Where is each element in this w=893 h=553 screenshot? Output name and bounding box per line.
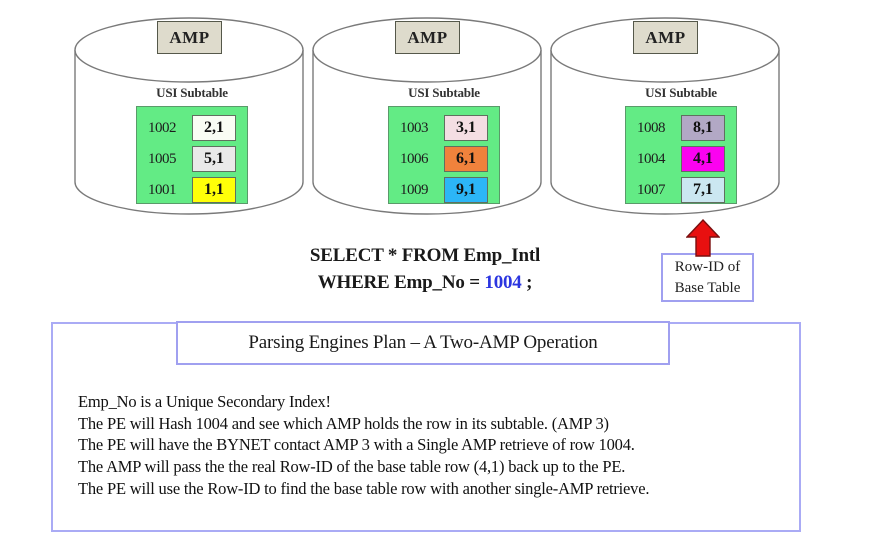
subtable-row: 1006 6,1 (389, 146, 499, 172)
hash-value: 1008 (637, 119, 666, 136)
usi-subtable-label: USI Subtable (156, 85, 228, 100)
subtable-row: 1007 7,1 (626, 177, 736, 203)
hash-value: 1004 (637, 150, 666, 167)
plan-line: The PE will Hash 1004 and see which AMP … (78, 413, 609, 433)
rowid-cell: 7,1 (681, 177, 725, 203)
usi-subtable-label: USI Subtable (645, 85, 717, 100)
usi-subtable-label: USI Subtable (408, 85, 480, 100)
sql-line-1: SELECT * FROM Emp_Intl (309, 245, 541, 266)
plan-body: Emp_No is a Unique Secondary Index! The … (78, 391, 649, 500)
up-arrow-icon (686, 219, 720, 257)
sql-line-2: WHERE Emp_No = 1004 ; (260, 269, 590, 296)
sql-emp-no-value: 1004 (484, 272, 522, 293)
row-id-callout: Row-ID of Base Table (661, 253, 754, 302)
sql-terminator: ; (521, 272, 533, 293)
hash-value: 1007 (637, 181, 666, 198)
plan-line: The PE will use the Row-ID to find the b… (78, 478, 650, 498)
hash-value: 1009 (400, 181, 429, 198)
subtable-row: 1009 9,1 (389, 177, 499, 203)
rowid-cell: 5,1 (192, 146, 236, 172)
plan-title: Parsing Engines Plan – A Two-AMP Operati… (176, 321, 670, 365)
plan-line: Emp_No is a Unique Secondary Index! (78, 392, 331, 411)
usi-subtable: 1003 3,1 1006 6,1 1009 9,1 (388, 106, 500, 204)
subtable-row: 1004 4,1 (626, 146, 736, 172)
rowid-cell: 2,1 (192, 115, 236, 141)
subtable-row: 1003 3,1 (389, 115, 499, 141)
rowid-cell: 8,1 (681, 115, 725, 141)
rowid-cell: 4,1 (681, 146, 725, 172)
plan-line: The AMP will pass the the real Row-ID of… (78, 457, 626, 477)
amp-cylinder-3: AMP USI Subtable 1008 8,1 1004 4,1 1007 … (548, 14, 782, 224)
callout-line-2: Base Table (674, 280, 741, 296)
rowid-cell: 9,1 (444, 177, 488, 203)
rowid-cell: 6,1 (444, 146, 488, 172)
hash-value: 1003 (400, 119, 429, 136)
subtable-row: 1002 2,1 (137, 115, 247, 141)
subtable-row: 1001 1,1 (137, 177, 247, 203)
amp-label: AMP (157, 21, 222, 54)
subtable-row: 1005 5,1 (137, 146, 247, 172)
hash-value: 1005 (148, 150, 177, 167)
hash-value: 1006 (400, 150, 429, 167)
hash-value: 1001 (148, 181, 177, 198)
usi-subtable: 1002 2,1 1005 5,1 1001 1,1 (136, 106, 248, 204)
amp-cylinder-1: AMP USI Subtable 1002 2,1 1005 5,1 1001 … (72, 14, 306, 224)
subtable-row: 1008 8,1 (626, 115, 736, 141)
callout-line-1: Row-ID of (674, 259, 741, 275)
sql-where-clause: WHERE Emp_No = (317, 272, 485, 293)
rowid-cell: 3,1 (444, 115, 488, 141)
rowid-cell: 1,1 (192, 177, 236, 203)
plan-line: The PE will have the BYNET contact AMP 3… (78, 435, 635, 455)
amp-label: AMP (395, 21, 460, 54)
amp-label: AMP (633, 21, 698, 54)
amp-cylinder-2: AMP USI Subtable 1003 3,1 1006 6,1 1009 … (310, 14, 544, 224)
hash-value: 1002 (148, 119, 177, 136)
sql-query: SELECT * FROM Emp_Intl WHERE Emp_No = 10… (260, 242, 590, 296)
usi-subtable: 1008 8,1 1004 4,1 1007 7,1 (625, 106, 737, 204)
